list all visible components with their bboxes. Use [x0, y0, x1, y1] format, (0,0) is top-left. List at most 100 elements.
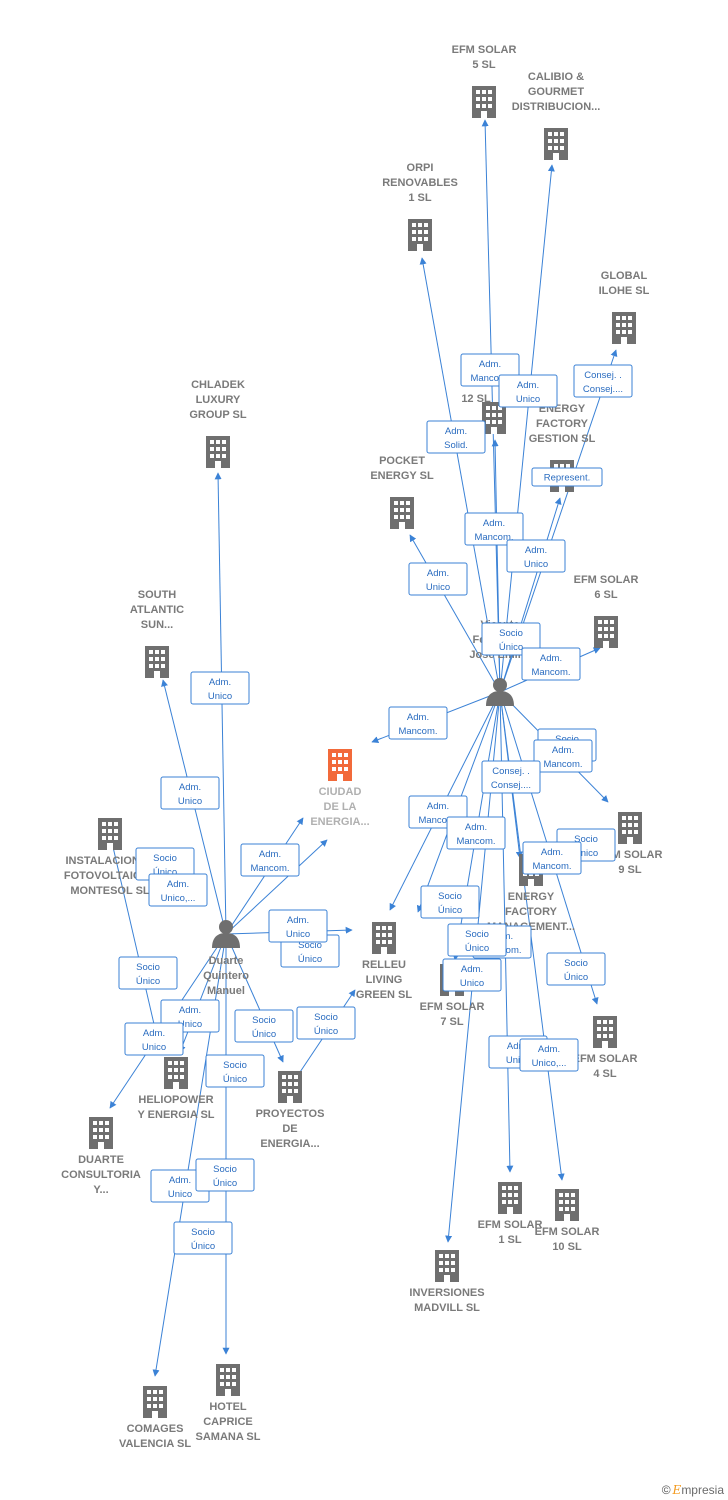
edge-label[interactable]: Adm.Unico,... [519, 1038, 579, 1072]
edge-label[interactable]: Adm.Mancom. [240, 843, 300, 877]
edge-label-text: Mancom. [532, 861, 571, 872]
edge-label[interactable]: Represent. [531, 467, 603, 487]
edge-label-text: Socio [574, 834, 598, 845]
edge-label[interactable]: Adm. Mancom. [522, 841, 582, 875]
edge-label-box [442, 958, 502, 992]
edge-label[interactable]: Consej. .Consej.... [481, 760, 541, 794]
node-label: GROUP SL [189, 409, 247, 421]
edge-label-text: Socio [213, 1164, 237, 1175]
edge-label[interactable]: Adm.Unico [506, 539, 566, 573]
edge-label-text: Socio [252, 1015, 276, 1026]
edge-label[interactable]: Consej. .Consej.... [573, 364, 633, 398]
node-label: CALIBIO & [528, 71, 584, 83]
node-label: MADVILL SL [414, 1302, 480, 1314]
edge-label-text: Único [298, 954, 322, 965]
node-label: 7 SL [440, 1016, 464, 1028]
edge-label-text: Adm. [427, 801, 449, 812]
node-label: SAMANA SL [196, 1431, 261, 1443]
edge-label-text: Socio [314, 1012, 338, 1023]
edge-label[interactable]: Adm.Unico [124, 1022, 184, 1056]
node-label: ILOHE SL [599, 285, 650, 297]
building-icon [408, 219, 432, 251]
edge-label-text: Unico [286, 929, 310, 940]
company-node-south[interactable]: SOUTHATLANTICSUN... [130, 589, 184, 678]
edge-label[interactable]: Adm.Mancom. [446, 816, 506, 850]
edge-label-text: Adm. [169, 1175, 191, 1186]
node-label: Quintero [203, 970, 249, 982]
company-node-inver[interactable]: INVERSIONES MADVILL SL [409, 1250, 485, 1314]
person-icon [486, 678, 514, 706]
edge-label-text: Unico [506, 1055, 530, 1066]
node-label: COMAGES [127, 1423, 184, 1435]
edge-label-text: Adm. [507, 1041, 529, 1052]
building-icon [555, 1189, 579, 1221]
edge-label[interactable]: Adm.Unico [408, 562, 468, 596]
node-label: EFM SOLAR [535, 1226, 600, 1238]
edge-label-box [268, 909, 328, 943]
edge-label[interactable]: Adm.Unico [442, 958, 502, 992]
edge-label-text: Unico [524, 559, 548, 570]
node-label: ENERGY [508, 891, 555, 903]
edge-label[interactable]: Adm.Mancom. [388, 706, 448, 740]
node-label: ATLANTIC [130, 604, 184, 616]
edge-label-text: Socio [499, 628, 523, 639]
node-label: ENERGY SL [370, 470, 434, 482]
company-node-proyectos[interactable]: PROYECTOSDEENERGIA... [256, 1071, 325, 1150]
company-node-x12[interactable]: 12 SL [461, 393, 506, 434]
edge-label[interactable]: Adm.Unico,... [148, 873, 208, 907]
building-icon [498, 1182, 522, 1214]
empresia-brand[interactable]: ©Empresia [662, 1483, 724, 1497]
edge-label-text: Socio [136, 962, 160, 973]
edge-label[interactable]: Adm.Solid. [426, 420, 486, 454]
node-label: RELLEU [362, 959, 406, 971]
edge-line [109, 833, 162, 1051]
edge-label[interactable]: Adm.Unico [160, 776, 220, 810]
edge-label-text: Adm. [541, 847, 563, 858]
company-node-calibio[interactable]: CALIBIO &GOURMETDISTRIBUCION... [512, 71, 601, 160]
company-node-duartec[interactable]: DUARTECONSULTORIAY... [61, 1117, 141, 1196]
edge-label-text: Adm. [445, 426, 467, 437]
edge-label[interactable]: Adm.Unico [268, 909, 328, 943]
node-label: FOTOVOLTAICAS [64, 870, 156, 882]
node-label: DISTRIBUCION... [512, 101, 601, 113]
edge-label[interactable]: Adm.Mancom. [533, 739, 593, 773]
edge-label[interactable]: Adm.Unico [498, 374, 558, 408]
edge-label-text: Único [564, 972, 588, 983]
node-label: EFM SOLAR [573, 1053, 638, 1065]
node-label: CHLADEK [191, 379, 245, 391]
edge-label[interactable]: Adm.Mancom. [464, 512, 524, 546]
node-label: INVERSIONES [409, 1287, 484, 1299]
edge-label[interactable]: Adm.Unico [190, 671, 250, 705]
edge-label[interactable]: Adm.Mancom. [521, 647, 581, 681]
